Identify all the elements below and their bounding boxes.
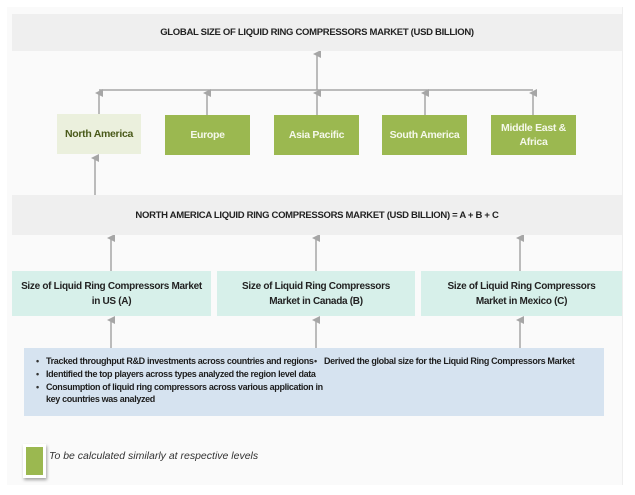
methodology-box: Tracked throughput R&D investments acros…	[24, 348, 604, 416]
legend-swatch	[23, 444, 46, 478]
global-market-box: GLOBAL SIZE OF LIQUID RING COMPRESSORS M…	[12, 14, 622, 51]
region-north-america: North America	[57, 114, 141, 154]
region-asia-pacific: Asia Pacific	[274, 115, 359, 155]
region-label: South America	[389, 129, 460, 141]
legend-text: To be calculated similarly at respective…	[49, 450, 259, 462]
country-canada: Size of Liquid Ring Compressors Market i…	[217, 271, 415, 316]
methodology-left-list: Tracked throughput R&D investments acros…	[34, 355, 324, 406]
region-south-america: South America	[382, 115, 467, 155]
country-label: Size of Liquid Ring Compressors Market i…	[447, 280, 596, 307]
region-label: Middle East & Africa	[501, 122, 566, 148]
country-label: Size of Liquid Ring Compressors Market i…	[21, 280, 202, 307]
north-america-market-title: NORTH AMERICA LIQUID RING COMPRESSORS MA…	[135, 209, 499, 221]
region-label: Europe	[190, 129, 225, 141]
global-market-title: GLOBAL SIZE OF LIQUID RING COMPRESSORS M…	[160, 27, 474, 38]
methodology-item: Derived the global size for the Liquid R…	[312, 355, 602, 367]
methodology-item: Tracked throughput R&D investments acros…	[34, 355, 324, 367]
north-america-market-box: NORTH AMERICA LIQUID RING COMPRESSORS MA…	[12, 195, 622, 235]
region-middle-east-africa: Middle East & Africa	[491, 115, 576, 155]
country-label: Size of Liquid Ring Compressors Market i…	[242, 280, 390, 307]
region-europe: Europe	[165, 115, 250, 155]
methodology-item: Identified the top players across types …	[34, 368, 324, 380]
region-label: North America	[64, 128, 134, 140]
country-mexico: Size of Liquid Ring Compressors Market i…	[421, 271, 622, 316]
methodology-item: Consumption of liquid ring compressors a…	[34, 381, 324, 405]
methodology-right-list: Derived the global size for the Liquid R…	[312, 355, 602, 368]
country-us: Size of Liquid Ring Compressors Market i…	[12, 271, 211, 316]
region-label: Asia Pacific	[288, 129, 345, 141]
